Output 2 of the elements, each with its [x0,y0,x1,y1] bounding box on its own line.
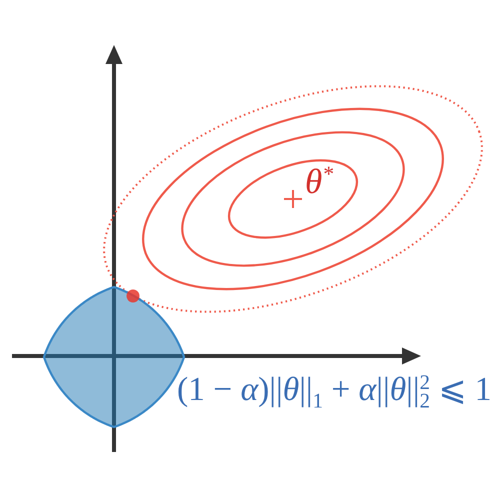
constraint-formula: (1 − α)||θ||$_{1}$ + α||θ||$_{2}$$^{2}$ ⩽ 1 [177,373,492,406]
optimum-label: θ$^{*}$ [305,164,334,199]
